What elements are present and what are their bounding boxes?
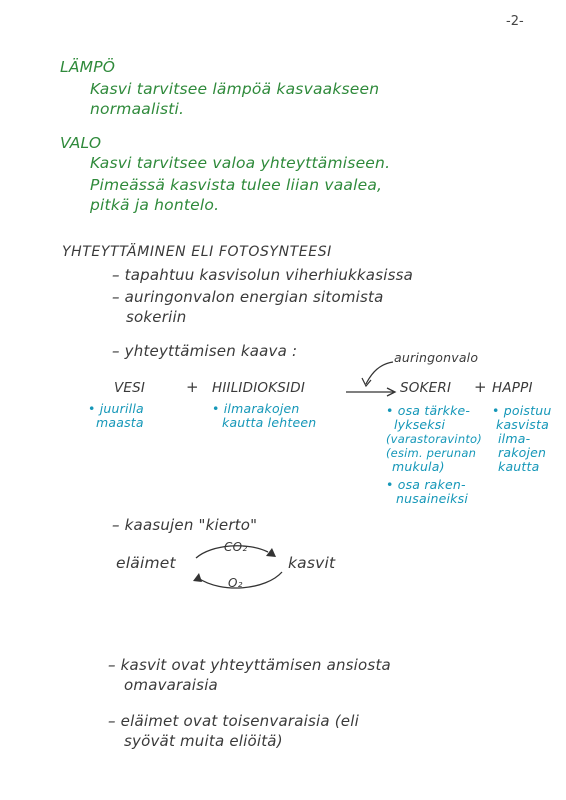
cycle-arrowhead-bottom	[193, 573, 202, 582]
valo-line-3: pitkä ja hontelo.	[90, 196, 220, 214]
cycle-arrow-top	[195, 545, 269, 559]
note-co2-2: kautta lehteen	[222, 415, 317, 430]
note-sugar-a-1: • osa tärkke-	[386, 403, 471, 418]
sunlight-arrow-head	[361, 377, 372, 388]
lampo-line-1: Kasvi tarvitsee lämpöä kasvaakseen	[90, 80, 380, 98]
note-water-1: • juurilla	[88, 401, 144, 416]
cycle-co2: CO₂	[224, 540, 248, 554]
formula-plus-1: +	[186, 378, 199, 396]
formula-oxygen: HAPPI	[492, 380, 533, 396]
formula-title: – yhteyttämisen kaava :	[112, 342, 298, 360]
valo-line-1: Kasvi tarvitsee valoa yhteyttämiseen.	[90, 154, 391, 172]
note-sugar-b-1: • osa raken-	[386, 477, 466, 492]
formula-plus-2: +	[474, 378, 487, 396]
gas-cycle-title: – kaasujen "kierto"	[112, 516, 258, 534]
conclusion-1-line-2: omavaraisia	[124, 676, 218, 694]
cycle-plants: kasvit	[288, 554, 336, 572]
note-oxygen-3: ilma-	[498, 431, 531, 446]
cycle-arrowhead-top	[266, 548, 276, 557]
note-oxygen-5: kautta	[498, 459, 540, 474]
heading-lampo: LÄMPÖ	[60, 58, 116, 76]
conclusion-2-line-2: syövät muita eliöitä)	[124, 732, 283, 750]
conclusion-1-line-1: – kasvit ovat yhteyttämisen ansiosta	[108, 656, 391, 674]
conclusion-2-line-1: – eläimet ovat toisenvaraisia (eli	[108, 712, 359, 730]
note-oxygen-1: • poistuu	[492, 403, 552, 418]
note-oxygen-4: rakojen	[498, 445, 547, 460]
formula-co2: HIILIDIOKSIDI	[212, 380, 305, 396]
cycle-o2: O₂	[228, 576, 243, 590]
note-co2-1: • ilmarakojen	[212, 401, 300, 416]
formula-water: VESI	[114, 380, 146, 396]
lampo-line-2: normaalisti.	[90, 100, 185, 118]
cycle-animals: eläimet	[116, 554, 176, 572]
cycle-arrow-bottom	[197, 571, 283, 589]
note-sugar-a-5: mukula)	[392, 459, 445, 474]
formula-arrow-head	[386, 387, 397, 397]
sunlight-arrow-curve	[365, 361, 394, 385]
photosynthesis-bullet-2-line-2: sokeriin	[126, 308, 187, 326]
heading-photosynthesis: YHTEYTTÄMINEN ELI FOTOSYNTEESI	[62, 244, 332, 260]
note-sugar-a-3: (varastoravinto)	[386, 432, 482, 446]
heading-valo: VALO	[60, 134, 102, 152]
formula-sugar: SOKERI	[400, 380, 452, 396]
page-number: -2-	[506, 14, 524, 29]
formula-sunlight-label: auringonvalo	[394, 350, 479, 365]
note-water-2: maasta	[96, 415, 144, 430]
photosynthesis-bullet-1: – tapahtuu kasvisolun viherhiukkasissa	[112, 266, 414, 284]
note-sugar-a-4: (esim. perunan	[386, 446, 477, 460]
note-oxygen-2: kasvista	[496, 417, 549, 432]
note-sugar-b-2: nusaineiksi	[396, 491, 468, 506]
photosynthesis-bullet-2-line-1: – auringonvalon energian sitomista	[112, 288, 384, 306]
valo-line-2: Pimeässä kasvista tulee liian vaalea,	[90, 176, 383, 194]
note-sugar-a-2: lykseksi	[394, 417, 446, 432]
